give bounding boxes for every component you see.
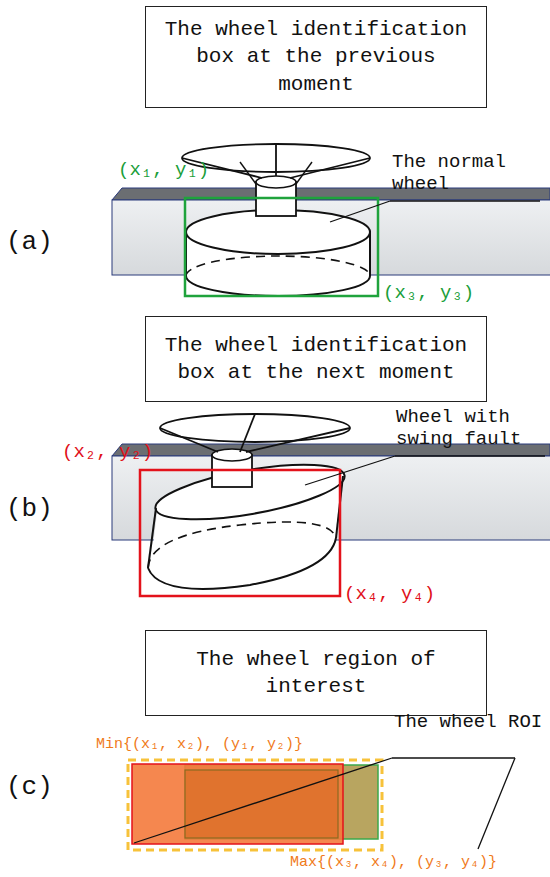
title-box: The wheel identification box at the next…: [145, 316, 487, 402]
part-name: The normal wheel: [392, 152, 542, 196]
max-corner-formula: Max{(x₃, x₄), (y₃, y₄)}: [290, 854, 497, 871]
part-name: The wheel ROI: [394, 712, 544, 734]
min-corner-formula: Min{(x₁, x₂), (y₁, y₂)}: [96, 736, 303, 753]
panel-label: (b): [6, 495, 53, 525]
title-text: The wheel identification box at the next…: [156, 332, 476, 387]
corner-coordinate: (x₃, y₃): [383, 283, 474, 305]
title-text: The wheel region of interest: [156, 646, 476, 701]
panel-label: (c): [6, 773, 53, 803]
panel-label: (a): [6, 228, 53, 258]
title-text: The wheel identification box at the prev…: [156, 16, 476, 98]
title-box: The wheel identification box at the prev…: [145, 6, 487, 108]
part-name: Wheel with swing fault: [396, 407, 546, 451]
corner-coordinate: (x₁, y₁): [118, 160, 209, 182]
title-box: The wheel region of interest: [145, 630, 487, 716]
corner-coordinate: (x₄, y₄): [344, 584, 435, 606]
corner-coordinate: (x₂, y₂): [62, 442, 153, 464]
